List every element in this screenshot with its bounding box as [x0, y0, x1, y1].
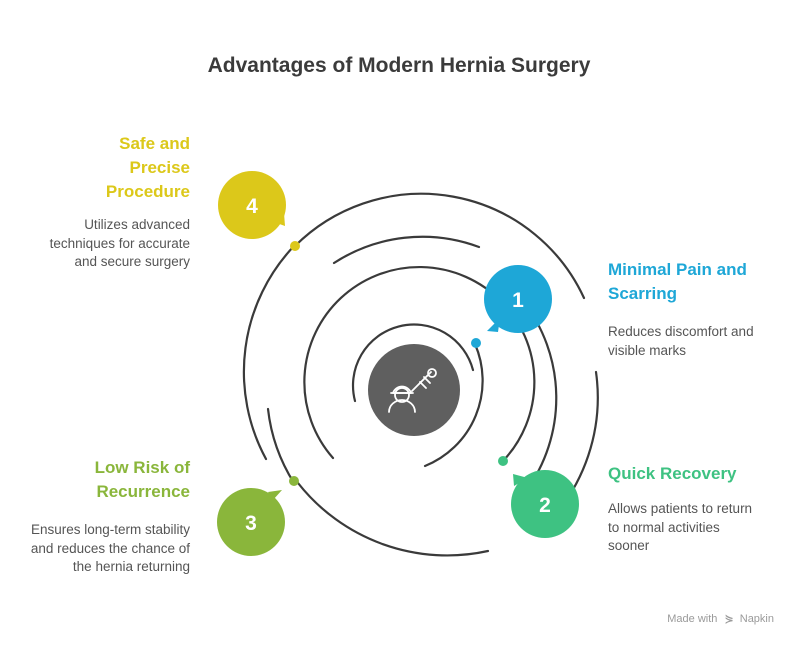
- step-1-dot: [471, 338, 481, 348]
- arc-middle-1: [303, 265, 536, 463]
- arc-left-outer: [266, 407, 296, 485]
- step-2-bubble: [513, 474, 528, 486]
- arc-outer-1: [293, 192, 586, 300]
- step-4-heading: Safe and Precise Procedure: [105, 134, 190, 201]
- step-1-circle: [484, 265, 552, 333]
- step-2-description: Allows patients to return to normal acti…: [608, 501, 753, 553]
- arc-middle-2: [332, 235, 481, 265]
- step-2-dot: [498, 456, 508, 466]
- step-4-description: Utilizes advanced techniques for accurat…: [49, 217, 190, 269]
- arc-outer-3: [296, 481, 490, 557]
- step-3-heading: Low Risk of Recurrence: [94, 458, 190, 501]
- step-1-description: Reduces discomfort and visible marks: [608, 324, 754, 358]
- surgeon-icon: [388, 368, 437, 413]
- step-2-heading: Quick Recovery: [608, 464, 737, 483]
- step-2-number: 2: [539, 494, 551, 517]
- step-3-marker: 3: [217, 476, 299, 556]
- step-4-circle: [218, 171, 286, 239]
- arc-inner-1: [351, 323, 475, 403]
- step-3-dot: [289, 476, 299, 486]
- step-2-marker: 2: [498, 456, 579, 538]
- napkin-logo-icon: ⋟: [724, 613, 734, 625]
- center-node: [368, 344, 460, 436]
- step-3-description: Ensures long-term stability and reduces …: [30, 522, 190, 574]
- footer-attribution: Made with ⋟ Napkin: [667, 612, 774, 625]
- step-3-circle: [217, 488, 285, 556]
- arc-inner-2: [423, 342, 484, 468]
- step-1-heading: Minimal Pain and Scarring: [608, 260, 747, 303]
- footer-made-with: Made with: [667, 613, 718, 625]
- step-1-marker: 1: [471, 265, 552, 348]
- step-1-number: 1: [512, 289, 524, 312]
- footer-brand: Napkin: [739, 613, 774, 625]
- step-3-number: 3: [245, 512, 257, 535]
- step-4-marker: 4: [218, 171, 300, 251]
- step-4-number: 4: [246, 195, 258, 218]
- step-2-circle: [511, 470, 579, 538]
- arc-left-outer-2: [242, 244, 296, 461]
- page-title: Advantages of Modern Hernia Surgery: [207, 54, 591, 77]
- step-4-dot: [290, 241, 300, 251]
